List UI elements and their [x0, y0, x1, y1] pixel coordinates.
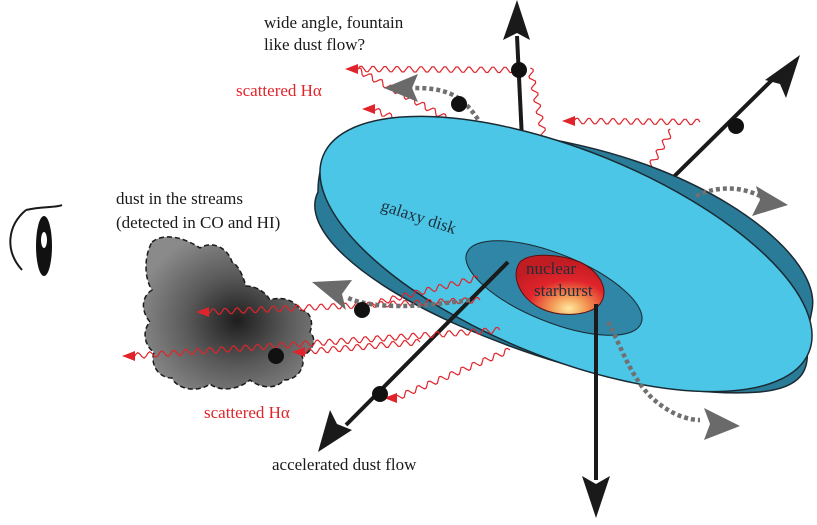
- dust-particle: [268, 348, 284, 364]
- scattered-wave: [571, 117, 701, 126]
- axis-diagonal-down-arrowhead: [318, 410, 352, 452]
- scattered-arrowhead: [122, 351, 135, 361]
- label-wide-angle-line1: wide angle, fountain: [264, 13, 404, 32]
- scattered-wave: [355, 65, 521, 74]
- scattered-arrowhead: [292, 347, 305, 357]
- label-scattered-top: scattered Hα: [236, 81, 322, 100]
- scattered-arrowhead: [384, 393, 397, 403]
- label-wide-angle-line2: like dust flow?: [264, 35, 365, 54]
- disk-flow-lower-right: [606, 320, 701, 423]
- label-accelerated: accelerated dust flow: [272, 455, 417, 474]
- dust-particle: [451, 96, 467, 112]
- axis-vertical-up-arrowhead: [503, 0, 530, 40]
- scattered-arrowhead: [562, 116, 575, 126]
- eye-lid: [25, 204, 63, 211]
- galaxy-disk: [314, 115, 814, 394]
- scattered-wave: [394, 347, 511, 400]
- eye-highlight: [41, 232, 47, 248]
- disk-flow-left-arrowhead: [312, 280, 352, 310]
- axis-diagonal-up-arrowhead: [765, 55, 800, 98]
- axis-vertical-down-arrowhead: [582, 476, 610, 518]
- label-scattered-bottom: scattered Hα: [204, 403, 290, 422]
- eye-outline: [9, 209, 27, 271]
- label-dust-streams-line2: (detected in CO and HI): [116, 213, 280, 232]
- eye-icon: [9, 204, 63, 276]
- scattered-wave: [647, 128, 672, 171]
- dust-particle: [511, 62, 527, 78]
- scattered-wave: [302, 338, 421, 356]
- disk-flow-lower-right-arrowhead: [704, 408, 740, 440]
- dust-stream-cloud: [142, 236, 315, 390]
- dust-particle: [728, 118, 744, 134]
- label-dust-streams-line1: dust in the streams: [116, 189, 243, 208]
- scattered-arrowhead: [345, 64, 358, 74]
- scattered-arrowhead: [196, 307, 209, 317]
- nuclear-starburst: [515, 254, 605, 315]
- disk-top-face: [319, 115, 813, 393]
- scattered-wave: [371, 275, 479, 307]
- fountain-flow-top-arrowhead: [384, 74, 418, 102]
- scattered-arrowhead: [362, 104, 375, 114]
- dust-particle: [354, 302, 370, 318]
- fountain-flow-right-arrowhead: [752, 186, 788, 216]
- dust-particle: [372, 386, 388, 402]
- label-starburst: starburst: [534, 281, 593, 300]
- scattered-wave: [131, 326, 501, 360]
- label-nuclear: nuclear: [526, 259, 576, 278]
